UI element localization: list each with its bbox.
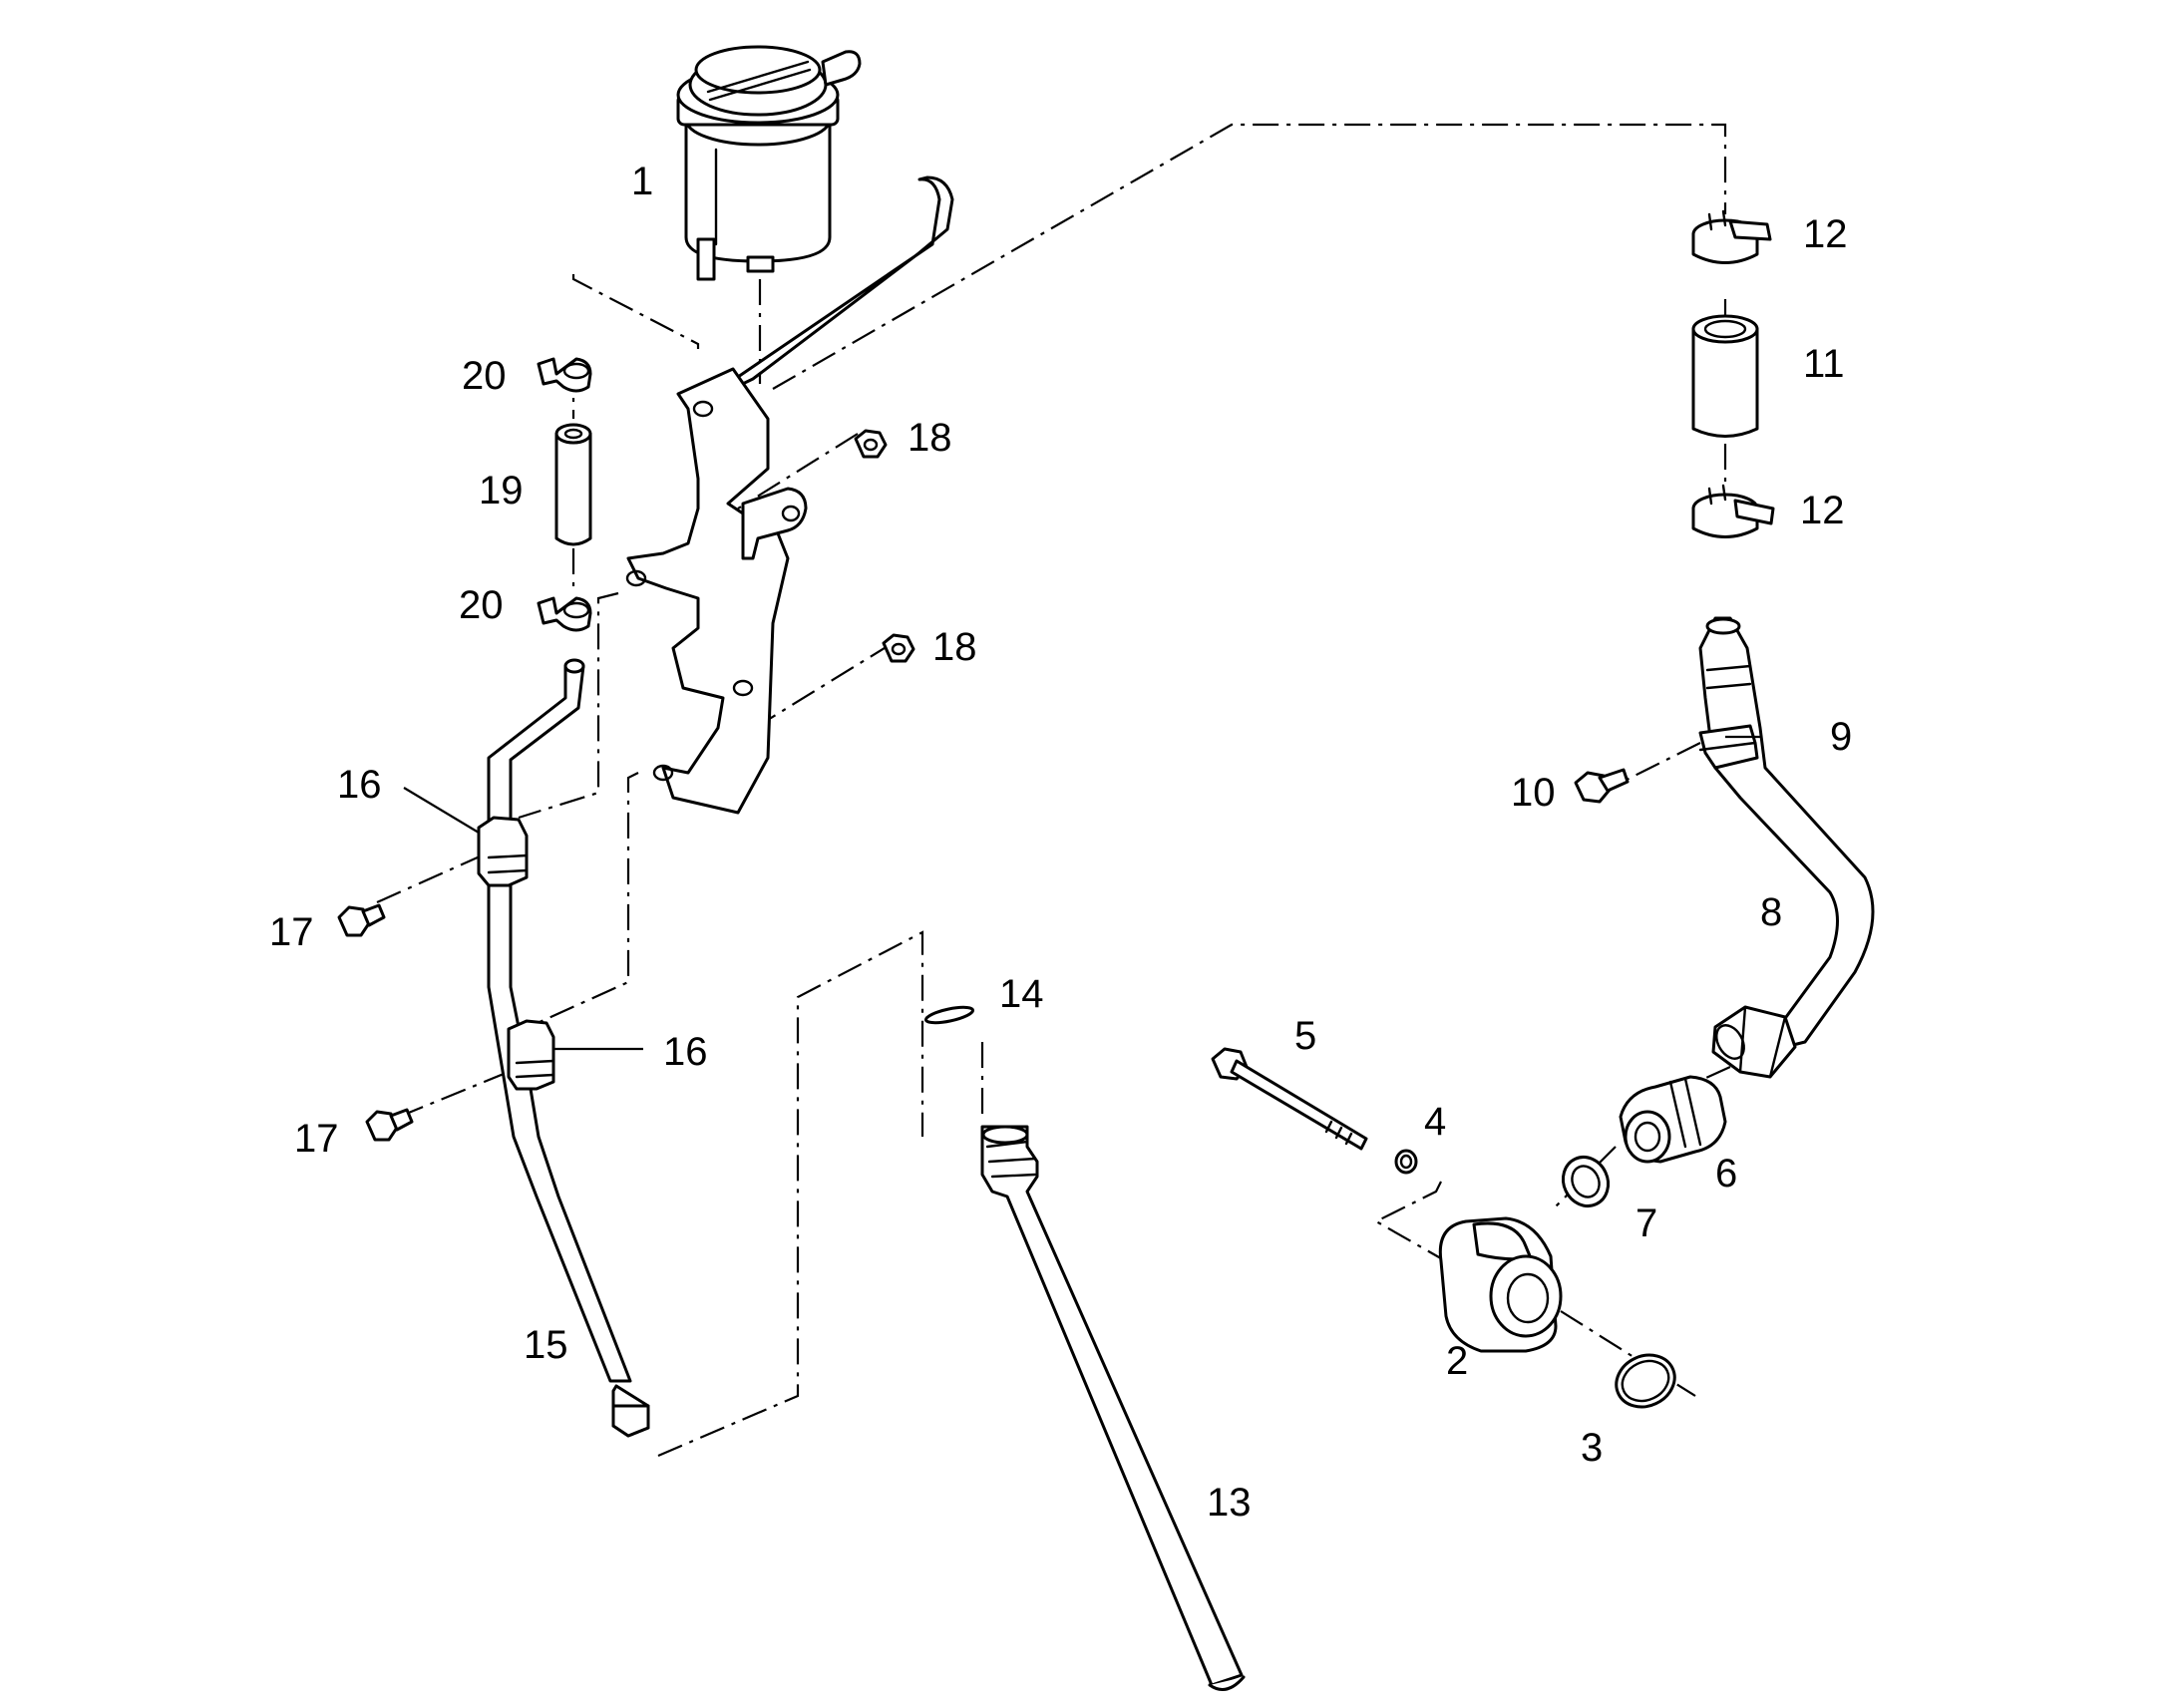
- line-15: [477, 658, 650, 1438]
- callout-5: 5: [1294, 1014, 1316, 1058]
- clamp-12-upper: [1691, 209, 1772, 264]
- tube-13: [980, 1125, 1246, 1691]
- washer-4: [1394, 1149, 1418, 1175]
- washer-7: [1561, 1156, 1611, 1207]
- callout-15: 15: [524, 1323, 568, 1367]
- bolt-17-lower: [365, 1108, 414, 1142]
- hose-11: [1691, 314, 1759, 438]
- callout-20-lower: 20: [459, 583, 504, 627]
- callout-13: 13: [1207, 1481, 1252, 1525]
- callout-17-lower: 17: [294, 1117, 339, 1161]
- bolt-5: [1211, 1047, 1368, 1151]
- callout-6: 6: [1715, 1152, 1737, 1196]
- callout-10: 10: [1511, 771, 1556, 815]
- callout-4: 4: [1424, 1100, 1446, 1144]
- callout-12-lower: 12: [1800, 489, 1845, 532]
- callout-17-upper: 17: [269, 910, 314, 954]
- callout-2: 2: [1446, 1339, 1468, 1383]
- clamp-12-lower: [1691, 484, 1775, 538]
- bolt-10: [1574, 768, 1630, 804]
- callout-14: 14: [999, 972, 1044, 1016]
- ring-3: [1615, 1353, 1676, 1409]
- callout-11: 11: [1803, 342, 1845, 386]
- nut-18-lower: [882, 633, 915, 663]
- callout-19: 19: [479, 469, 524, 512]
- callout-8: 8: [1760, 890, 1782, 934]
- callout-16-lower: 16: [663, 1030, 708, 1074]
- nut-18-upper: [854, 429, 888, 459]
- callout-1: 1: [631, 160, 653, 203]
- adapter-6: [1619, 1075, 1727, 1164]
- clamp-20-upper: [537, 357, 592, 393]
- callout-7: 7: [1635, 1201, 1657, 1245]
- callout-3: 3: [1581, 1426, 1603, 1470]
- leader-lines: [376, 123, 1731, 1458]
- callout-labels: 1 20 19 20 18 18 16 17 16 17 15 14 13 5 …: [269, 160, 1852, 1525]
- callout-9: 9: [1830, 715, 1852, 759]
- o-ring-14: [923, 1005, 975, 1025]
- callout-18-upper: 18: [908, 416, 952, 460]
- banjo-fitting-2: [1438, 1216, 1563, 1353]
- mounting-bracket: [625, 175, 954, 815]
- clamp-20-lower: [537, 596, 592, 632]
- callout-leaders: [403, 735, 1760, 1051]
- callout-18-lower: 18: [932, 625, 977, 669]
- callout-12-upper: 12: [1803, 212, 1848, 256]
- pipe-8: [1698, 616, 1875, 1079]
- bolt-17-upper: [337, 903, 386, 937]
- hose-19: [554, 423, 592, 546]
- callout-20-upper: 20: [462, 354, 507, 398]
- callout-16-upper: 16: [337, 763, 382, 807]
- reservoir: [676, 45, 862, 281]
